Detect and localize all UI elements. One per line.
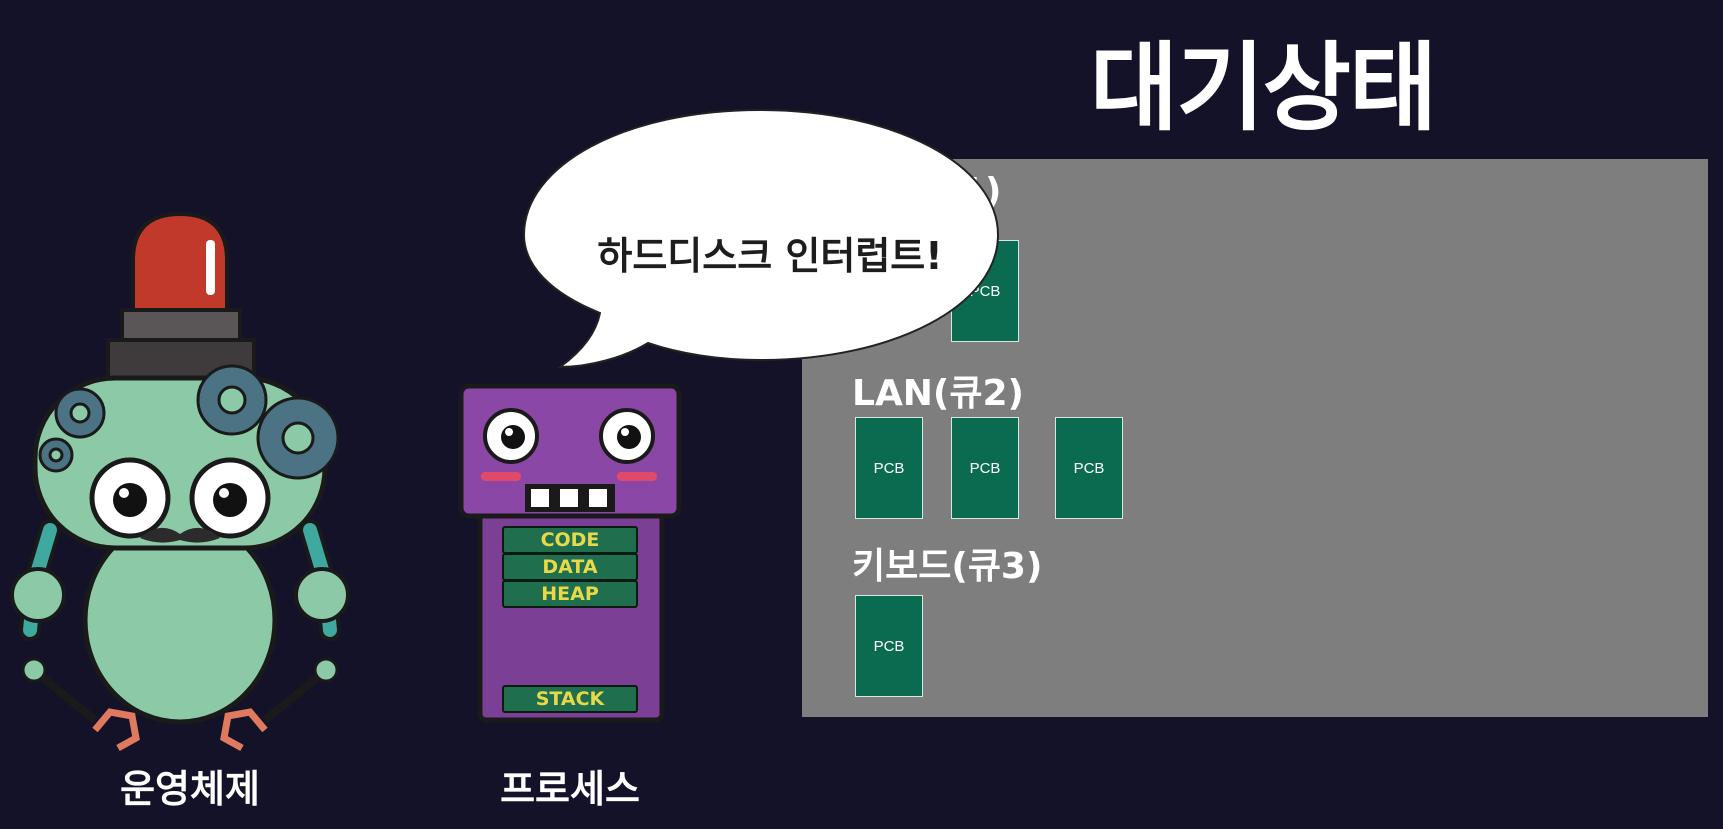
pcb-queue2-3: PCB [1055, 417, 1123, 519]
os-label: 운영체제 [120, 767, 260, 811]
speech-bubble [522, 108, 1000, 369]
os-robot-icon [10, 211, 350, 752]
process-segment-stack: STACK [502, 685, 638, 713]
page-title: 대기상태 [1090, 32, 1437, 144]
speech-bubble-text: 하드디스크 인터럽트! [597, 234, 943, 278]
pcb-queue2-1: PCB [855, 417, 923, 519]
pcb-queue3-1: PCB [855, 595, 923, 697]
queue-label-keyboard: 키보드(큐3) [852, 546, 1043, 587]
process-segment-heap: HEAP [502, 580, 638, 608]
queue-label-lan: LAN(큐2) [852, 373, 1025, 414]
process-segment-data: DATA [502, 553, 638, 581]
pcb-queue2-2: PCB [951, 417, 1019, 519]
process-segment-code: CODE [502, 526, 638, 554]
queue-panel: 1) PCB LAN(큐2) PCB PCB PCB 키보드(큐3) PCB [802, 159, 1708, 717]
process-label: 프로세스 [500, 767, 640, 811]
